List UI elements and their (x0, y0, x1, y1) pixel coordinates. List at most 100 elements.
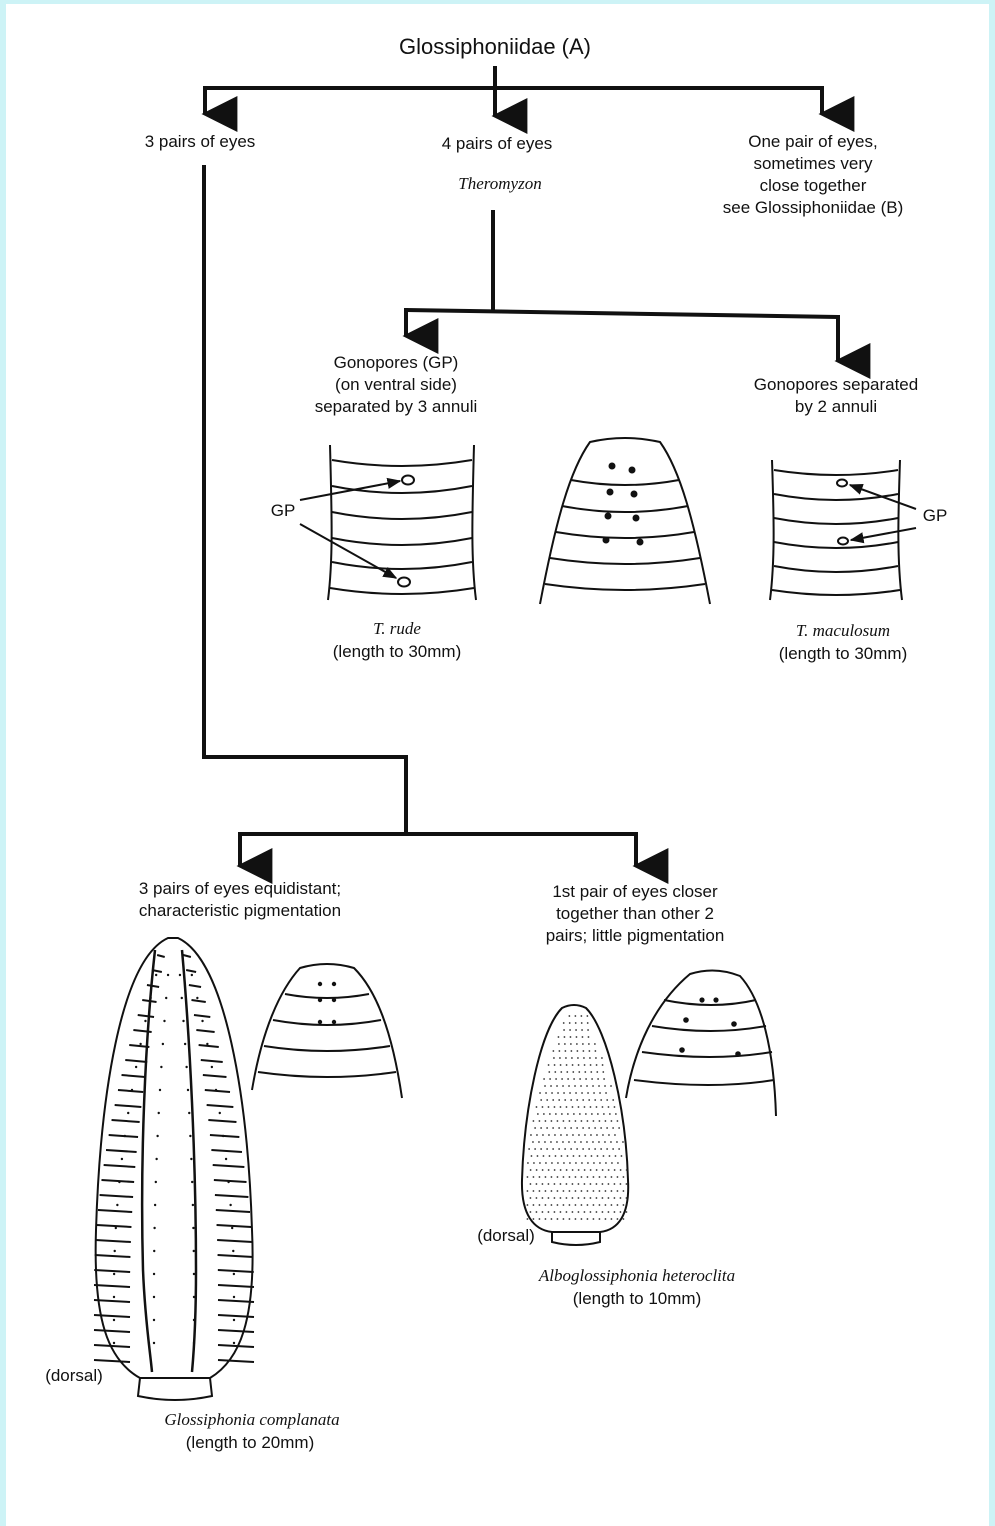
stipple-dot (581, 1176, 583, 1178)
stipple-dot (564, 1043, 566, 1045)
stipple-dot (575, 1204, 577, 1206)
branch-three-pairs-label: 3 pairs of eyes (145, 131, 256, 153)
annulus-line (147, 985, 159, 987)
stipple-dot (587, 1190, 589, 1192)
annulus-line (106, 1150, 137, 1152)
pigment-dot (233, 1319, 235, 1321)
stipple-dot (563, 1022, 565, 1024)
stipple-dot (593, 1204, 595, 1206)
stipple-dot (534, 1127, 536, 1129)
stipple-dot (609, 1155, 611, 1157)
pigment-dot (229, 1204, 231, 1206)
t-maculosum-length: (length to 30mm) (779, 643, 908, 665)
stipple-dot (595, 1057, 597, 1059)
stipple-dot (530, 1197, 532, 1199)
pigment-dot (124, 1135, 126, 1137)
stipple-dot (583, 1057, 585, 1059)
pigment-dot (233, 1296, 235, 1298)
stipple-dot (548, 1169, 550, 1171)
stipple-dot (549, 1155, 551, 1157)
stipple-dot (554, 1134, 556, 1136)
stipple-dot (539, 1092, 541, 1094)
stipple-dot (551, 1120, 553, 1122)
t-rude-ventral-drawing (300, 445, 476, 600)
annulus-line (112, 1120, 140, 1122)
stipple-dot (590, 1134, 592, 1136)
stipple-dot (558, 1127, 560, 1129)
stipple-dot (553, 1057, 555, 1059)
stipple-dot (558, 1099, 560, 1101)
annulus-line (218, 1345, 254, 1347)
annulus-line (97, 1225, 132, 1227)
stipple-dot (540, 1127, 542, 1129)
pigment-dot (184, 1043, 186, 1045)
stipple-dot (573, 1155, 575, 1157)
stipple-dot (623, 1176, 625, 1178)
pigment-dot (191, 1181, 193, 1183)
annulus-line (196, 1030, 214, 1032)
stipple-dot (591, 1078, 593, 1080)
stipple-dot (590, 1183, 592, 1185)
glossiphonia-key-text: 3 pairs of eyes equidistant; characteris… (139, 878, 341, 922)
stipple-dot (555, 1078, 557, 1080)
stipple-dot (568, 1015, 570, 1017)
stipple-dot (528, 1148, 530, 1150)
stipple-dot (539, 1204, 541, 1206)
stipple-dot (561, 1113, 563, 1115)
t-rude-species: T. rude (373, 618, 421, 640)
pigment-dot (187, 1089, 189, 1091)
stipple-dot (589, 1057, 591, 1059)
stipple-dot (599, 1120, 601, 1122)
stipple-dot (554, 1183, 556, 1185)
gonopore-upper (402, 476, 414, 485)
stipple-dot (572, 1183, 574, 1185)
stipple-dot (626, 1169, 628, 1171)
top-connectors (205, 66, 822, 116)
stipple-dot (575, 1029, 577, 1031)
stipple-dot (588, 1099, 590, 1101)
stipple-dot (563, 1204, 565, 1206)
stipple-dot (603, 1155, 605, 1157)
pigment-dot (160, 1066, 162, 1068)
stipple-dot (575, 1120, 577, 1122)
stipple-dot (548, 1211, 550, 1213)
pigment-dot (158, 1112, 160, 1114)
annulus-line (189, 985, 201, 987)
annulus-line (218, 1360, 254, 1362)
annulus-line (218, 1255, 254, 1257)
stipple-dot (567, 1155, 569, 1157)
stipple-dot (545, 1092, 547, 1094)
annulus-line (125, 1060, 147, 1062)
stipple-dot (587, 1204, 589, 1206)
stipple-dot (581, 1092, 583, 1094)
stipple-dot (599, 1092, 601, 1094)
stipple-dot (550, 1085, 552, 1087)
annulus-line (94, 1330, 130, 1332)
stipple-dot (610, 1141, 612, 1143)
stipple-dot (533, 1218, 535, 1220)
stipple-dot (563, 1176, 565, 1178)
stipple-dot (580, 1015, 582, 1017)
stipple-dot (558, 1050, 560, 1052)
stipple-dot (605, 1218, 607, 1220)
stipple-dot (566, 1197, 568, 1199)
branch-one-pair-label: One pair of eyes, sometimes very close t… (723, 131, 903, 219)
stipple-dot (599, 1204, 601, 1206)
alboglossiphonia-length: (length to 10mm) (573, 1288, 702, 1310)
stipple-dot (611, 1218, 613, 1220)
stipple-dot (552, 1099, 554, 1101)
stipple-dot (548, 1134, 550, 1136)
stipple-dot (598, 1085, 600, 1087)
stipple-dot (605, 1120, 607, 1122)
stipple-dot (540, 1148, 542, 1150)
stipple-dot (551, 1176, 553, 1178)
stipple-dot (620, 1197, 622, 1199)
annulus-line (109, 1135, 138, 1137)
stipple-dot (584, 1064, 586, 1066)
stipple-dot (597, 1113, 599, 1115)
stipple-dot (599, 1190, 601, 1192)
pigment-dot (188, 1112, 190, 1114)
stipple-dot (569, 1022, 571, 1024)
stipple-dot (571, 1057, 573, 1059)
pigment-dot (179, 974, 181, 976)
